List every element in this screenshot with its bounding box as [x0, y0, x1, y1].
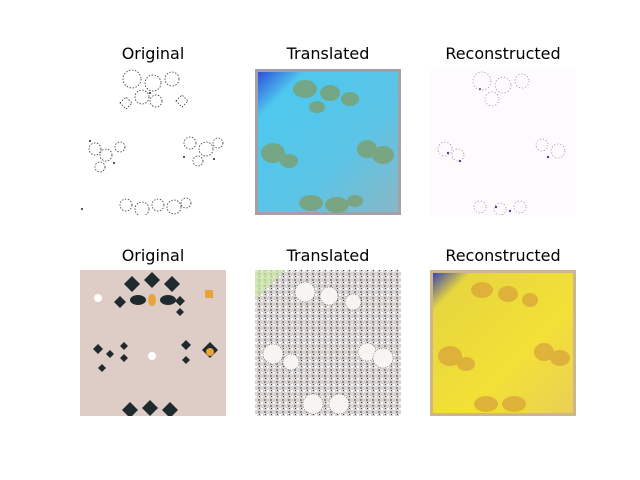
yellow-pattern-graphic — [430, 270, 576, 416]
noisy-pattern-graphic — [255, 270, 401, 416]
panel-title-original-1: Original — [121, 44, 185, 63]
reconstructed-yellow-image — [430, 270, 576, 416]
faint-sketch-graphic — [430, 69, 576, 215]
panel-title-translated-2: Translated — [286, 246, 370, 265]
panel-title-reconstructed-1: Reconstructed — [445, 44, 561, 63]
panel-title-reconstructed-2: Reconstructed — [445, 246, 561, 265]
translated-cyan-image — [255, 69, 401, 215]
sketch-pattern-graphic — [80, 69, 226, 215]
original-sketch-image — [80, 69, 226, 215]
panel-title-translated-1: Translated — [286, 44, 370, 63]
reconstructed-sketch-image — [430, 69, 576, 215]
panel-title-original-2: Original — [121, 246, 185, 265]
fabric-pattern-graphic — [80, 270, 226, 416]
original-fabric-image — [80, 270, 226, 416]
cyan-pattern-graphic — [255, 69, 401, 215]
translated-noisy-image — [255, 270, 401, 416]
